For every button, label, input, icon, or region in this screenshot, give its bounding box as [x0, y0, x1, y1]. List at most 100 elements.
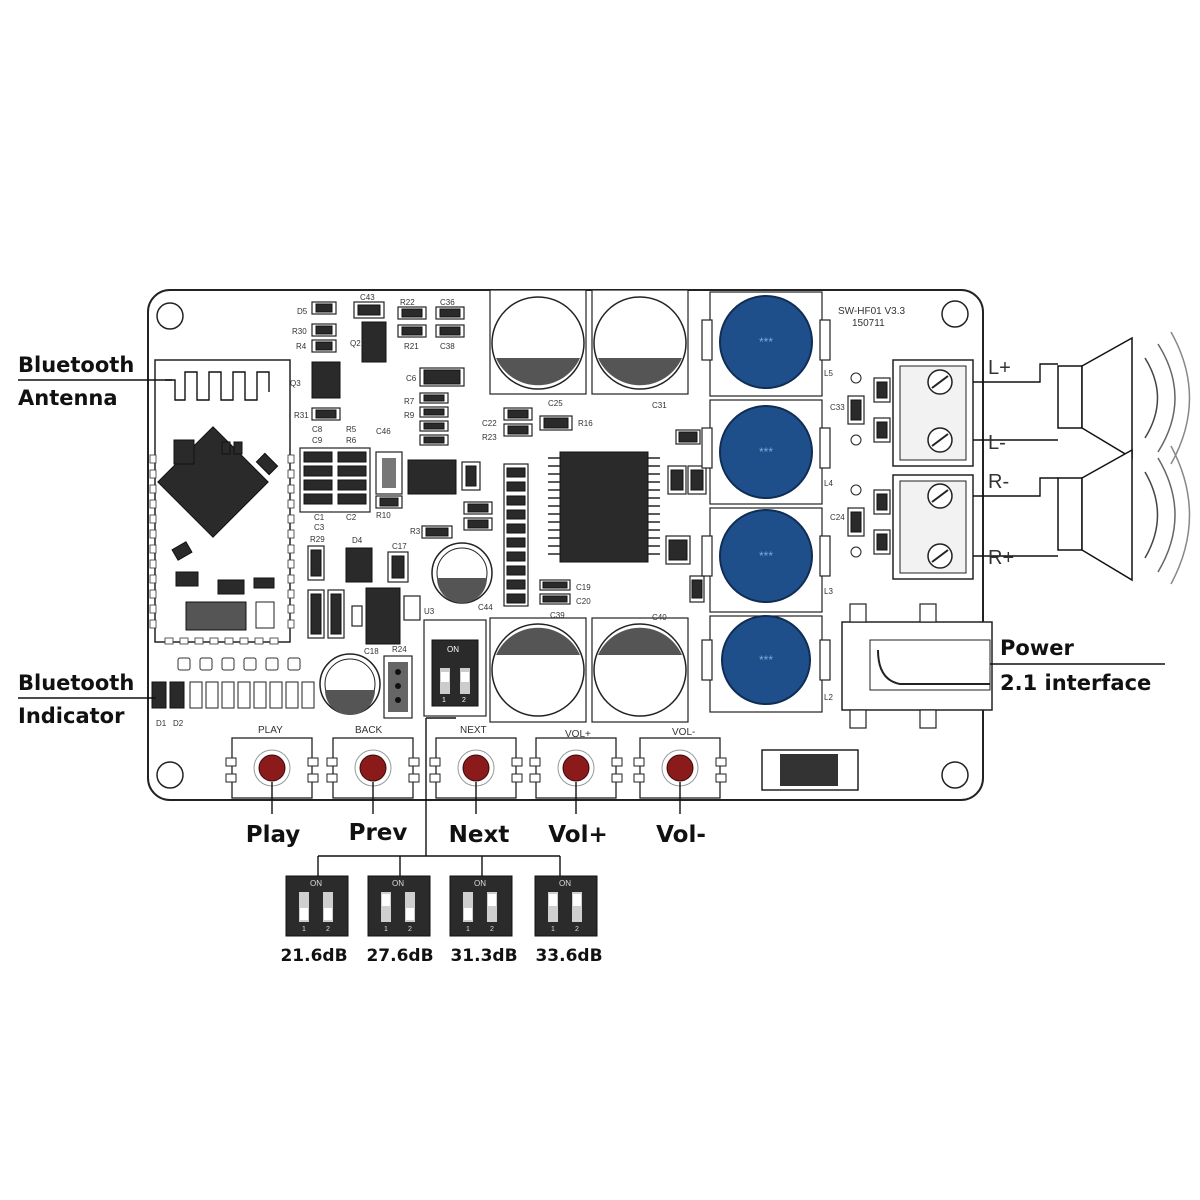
button-label-volminus: Vol- [656, 822, 706, 848]
silk-back: BACK [355, 725, 383, 736]
onboard-dip-switch: ON 1 2 [423, 619, 487, 717]
antenna-trace [165, 371, 270, 401]
dip-on-label: ON [559, 879, 571, 888]
speaker-icon-left [1057, 331, 1191, 465]
silk-ref: R22 [400, 298, 415, 307]
callout-power-1: Power [1000, 636, 1074, 660]
gain-dip-switch-3: ON 1 2 [449, 875, 513, 937]
silk-ref: C2 [346, 513, 357, 522]
silk-ref: R10 [376, 511, 391, 520]
silk-ref: C33 [830, 403, 845, 412]
silk-ref: R7 [404, 397, 415, 406]
dip-on-label: ON [392, 879, 404, 888]
dip-pin-number: 1 [466, 926, 470, 933]
label-r-plus: R+ [988, 547, 1014, 569]
silk-ref: C6 [406, 374, 417, 383]
button-cap [359, 754, 387, 782]
dip-pin-number: 2 [408, 926, 412, 933]
silk-ref: C25 [548, 399, 563, 408]
button-label-volplus: Vol+ [548, 822, 608, 848]
board-date-code: 150711 [852, 318, 885, 329]
pad-row [177, 657, 301, 671]
dip-pin-number: 1 [384, 926, 388, 933]
gain-dip-switch-2: ON 1 2 [367, 875, 431, 937]
silk-ref: C19 [576, 583, 591, 592]
inductor-label: L3 [824, 587, 833, 596]
callout-bt-indicator-1: Bluetooth [18, 671, 134, 695]
power-jack [841, 603, 993, 729]
dip-pin-number: 1 [551, 926, 555, 933]
silk-play: PLAY [258, 725, 283, 736]
board-model: SW-HF01 V3.3 [838, 306, 905, 317]
silk-ref: C40 [652, 613, 667, 622]
gain-tree-lines [317, 717, 561, 876]
silk-ref: C20 [576, 597, 591, 606]
silk-ref: R3 [410, 527, 421, 536]
big-cap-c25 [489, 289, 587, 395]
inductor-l4: *** L4 [701, 399, 833, 505]
silk-ref: D5 [297, 307, 308, 316]
silk-ref: C3 [314, 523, 325, 532]
smd-cluster-right [847, 372, 891, 558]
silk-d1: D1 [156, 719, 167, 728]
silk-ref: R9 [404, 411, 415, 420]
gain-label-2: 27.6dB [366, 946, 433, 966]
silk-ref: C22 [482, 419, 497, 428]
inductor-marking: *** [759, 445, 773, 459]
button-cap [258, 754, 286, 782]
callout-bt-antenna-1: Bluetooth [18, 353, 134, 377]
silk-ref: C8 [312, 425, 323, 434]
small-cap-c44 [431, 542, 493, 604]
silk-ref: C24 [830, 513, 845, 522]
silk-refs: D5 C43 R22 C36 R30 R4 Q2 R21 C38 Q3 C6 R… [290, 293, 845, 656]
big-cap-c39 [489, 617, 587, 723]
silk-volminus: VOL- [672, 727, 695, 738]
silk-ref: R29 [310, 535, 325, 544]
silk-d2: D2 [173, 719, 184, 728]
inductor-l3: *** L3 [701, 507, 833, 613]
silk-ref: R5 [346, 425, 357, 434]
inductor-label: L4 [824, 479, 833, 488]
mount-hole [941, 761, 969, 789]
silk-ref: C44 [478, 603, 493, 612]
button-callout-lines [271, 782, 681, 814]
inductor-marking: *** [759, 549, 773, 563]
silk-ref: R31 [294, 411, 309, 420]
dip-on-label: ON [474, 879, 486, 888]
speaker-wiring [973, 363, 1058, 557]
mount-hole [941, 300, 969, 328]
silk-ref: Q2 [350, 339, 361, 348]
fuse-part [761, 749, 859, 791]
silk-ref: R6 [346, 436, 357, 445]
button-label-play: Play [246, 822, 301, 848]
silk-ref: R21 [404, 342, 419, 351]
silk-ref: R24 [392, 645, 407, 654]
smd-cluster-top-left [311, 301, 465, 446]
speaker-terminal-right [892, 474, 974, 580]
inductor-l2: *** L2 [701, 615, 833, 713]
speaker-terminal-left [892, 359, 974, 467]
silk-ref: C17 [392, 542, 407, 551]
label-r-minus: R- [988, 471, 1009, 493]
callout-bt-antenna-2: Antenna [18, 386, 118, 410]
small-cap-c18 [319, 653, 381, 715]
silk-ref: C39 [550, 611, 565, 620]
gain-label-1: 21.6dB [280, 946, 347, 966]
silk-ref: R23 [482, 433, 497, 442]
silk-ref: U3 [424, 607, 435, 616]
big-cap-c40 [591, 617, 689, 723]
inductor-marking: *** [759, 335, 773, 349]
silk-ref: C38 [440, 342, 455, 351]
gain-label-4: 33.6dB [535, 946, 602, 966]
dip-pin-number: 2 [326, 926, 330, 933]
dip-pin-number: 2 [490, 926, 494, 933]
bluetooth-module [149, 359, 295, 645]
silk-ref: R30 [292, 327, 307, 336]
callout-power-2: 2.1 interface [1000, 671, 1151, 695]
button-cap [562, 754, 590, 782]
smd-cluster-right-of-ic [665, 429, 707, 603]
button-label-prev: Prev [349, 820, 408, 846]
silk-ref: Q3 [290, 379, 301, 388]
